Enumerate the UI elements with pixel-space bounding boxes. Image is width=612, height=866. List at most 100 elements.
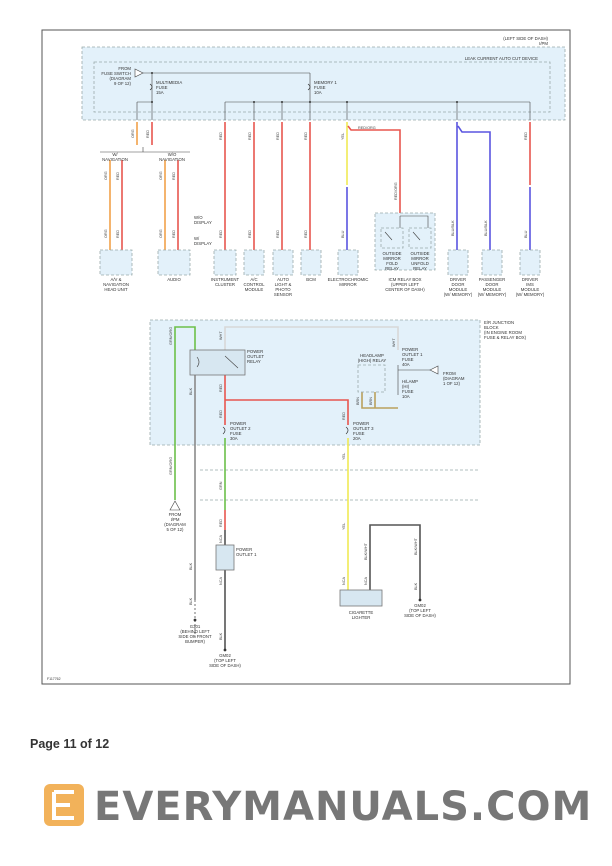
connector-arrow-icon [134,68,144,78]
svg-text:RED: RED [219,230,223,238]
label-line: FUSE [402,357,414,362]
label-line: (TOP LEFT [214,658,236,663]
svg-text:BLK: BLK [414,582,418,590]
label-line: FUSE [402,389,414,394]
label-line: SENSOR [274,292,292,297]
svg-text:ORG: ORG [159,171,163,180]
svg-text:GRN/ORG: GRN/ORG [169,327,173,345]
svg-text:RED: RED [248,230,252,238]
svg-text:RED: RED [219,519,223,527]
label-line: NAVIGATION [159,157,185,162]
svg-text:RED/ORG: RED/ORG [394,182,398,200]
label-line: HEAD UNIT [104,287,128,292]
label-line: POWER [230,421,246,426]
label-line: 10A [402,394,410,399]
label-line: AUTO [277,277,290,282]
unfold-relay-box [408,227,432,249]
label-line: FROM [443,371,456,376]
label-line: HEADLAMP [360,353,384,358]
svg-text:BLK: BLK [219,632,223,640]
ground-icon [223,648,227,652]
page-indicator: Page 11 of 12 [30,737,110,751]
watermark: EVERYMANUALS.COM [44,784,591,830]
upper-wire-labels: ORG RED ORG RED ORG RED ORG RED ORG RED … [104,126,528,238]
svg-text:BLK: BLK [189,387,193,395]
svg-text:RED/ORG: RED/ORG [358,126,376,130]
label-line: (HI) [402,384,410,389]
label-line: 10A [314,90,322,95]
label-line: FROM [169,512,182,517]
fold-relay-box [380,227,404,249]
label-line: 5 OF 12) [167,527,185,532]
ac-control-box [243,249,265,276]
label-line: 9 OF 12) [114,81,132,86]
label-line: NAVIGATION [103,282,129,287]
svg-text:RED: RED [219,132,223,140]
power-outlet-2-fuse-icon [222,426,226,435]
lower-wires [174,326,430,650]
svg-text:RED: RED [172,172,176,180]
headlamp-relay-box [357,364,386,393]
svg-text:BRN: BRN [369,397,373,405]
label-line: DOOR [452,282,465,287]
label-line: 20A [353,436,361,441]
label-line: CONTROL [243,282,265,287]
label-line: (HIGH) RELAY [358,358,387,363]
svg-text:YEL: YEL [342,453,346,460]
label-line: CIGARETTE [349,610,374,615]
label-line: FROM [118,66,131,71]
label-line: SIDE OF FRONT [178,634,212,639]
svg-text:NCA: NCA [342,577,346,585]
svg-text:RED: RED [146,130,150,138]
cigarette-lighter-box [339,589,383,607]
label-line: MODULE [449,287,468,292]
label-line: POWER [247,349,263,354]
label-line: OUTLET 1 [236,552,257,557]
label-line: MULTIMEDIA [156,80,182,85]
label-line: RELAY [247,359,261,364]
label-line: OUTSIDE [410,251,429,256]
label-line: BUMPER) [185,639,205,644]
label-line: NAVIGATION [102,157,128,162]
label-line: POWER [402,347,418,352]
svg-text:ORG: ORG [104,171,108,180]
memory-fuse-icon [307,83,311,91]
label-line: UNFOLD [411,261,429,266]
bcm-box [300,249,322,276]
label-line: E/R JUNCTION [484,320,514,325]
label-line: 15A [156,90,164,95]
label-line: W/ [194,236,200,241]
svg-text:ORG: ORG [131,129,135,138]
label-line: AUDIO [167,277,181,282]
svg-text:NCA: NCA [364,577,368,585]
audio-box [157,249,191,276]
label-line: OUTLET [247,354,264,359]
label-line: W/O [194,215,203,220]
label-line: A/C [250,277,257,282]
label-line: PHOTO [275,287,291,292]
svg-text:NCA: NCA [219,577,223,585]
location-label: (LEFT SIDE OF DASH)I/PM [503,36,548,46]
label-line: FUSE [314,85,326,90]
instrument-cluster-box [213,249,237,276]
label-line: GM02 [219,653,231,658]
label-line: SIDE OF DASH) [404,613,436,618]
label-line: FUSE [353,431,365,436]
label-line: DRIVER [450,277,466,282]
label-line: (W/ MEMORY) [516,292,545,297]
svg-text:BLU: BLU [524,230,528,238]
label-line: MODULE [483,287,502,292]
power-outlet-relay-box [189,349,246,376]
